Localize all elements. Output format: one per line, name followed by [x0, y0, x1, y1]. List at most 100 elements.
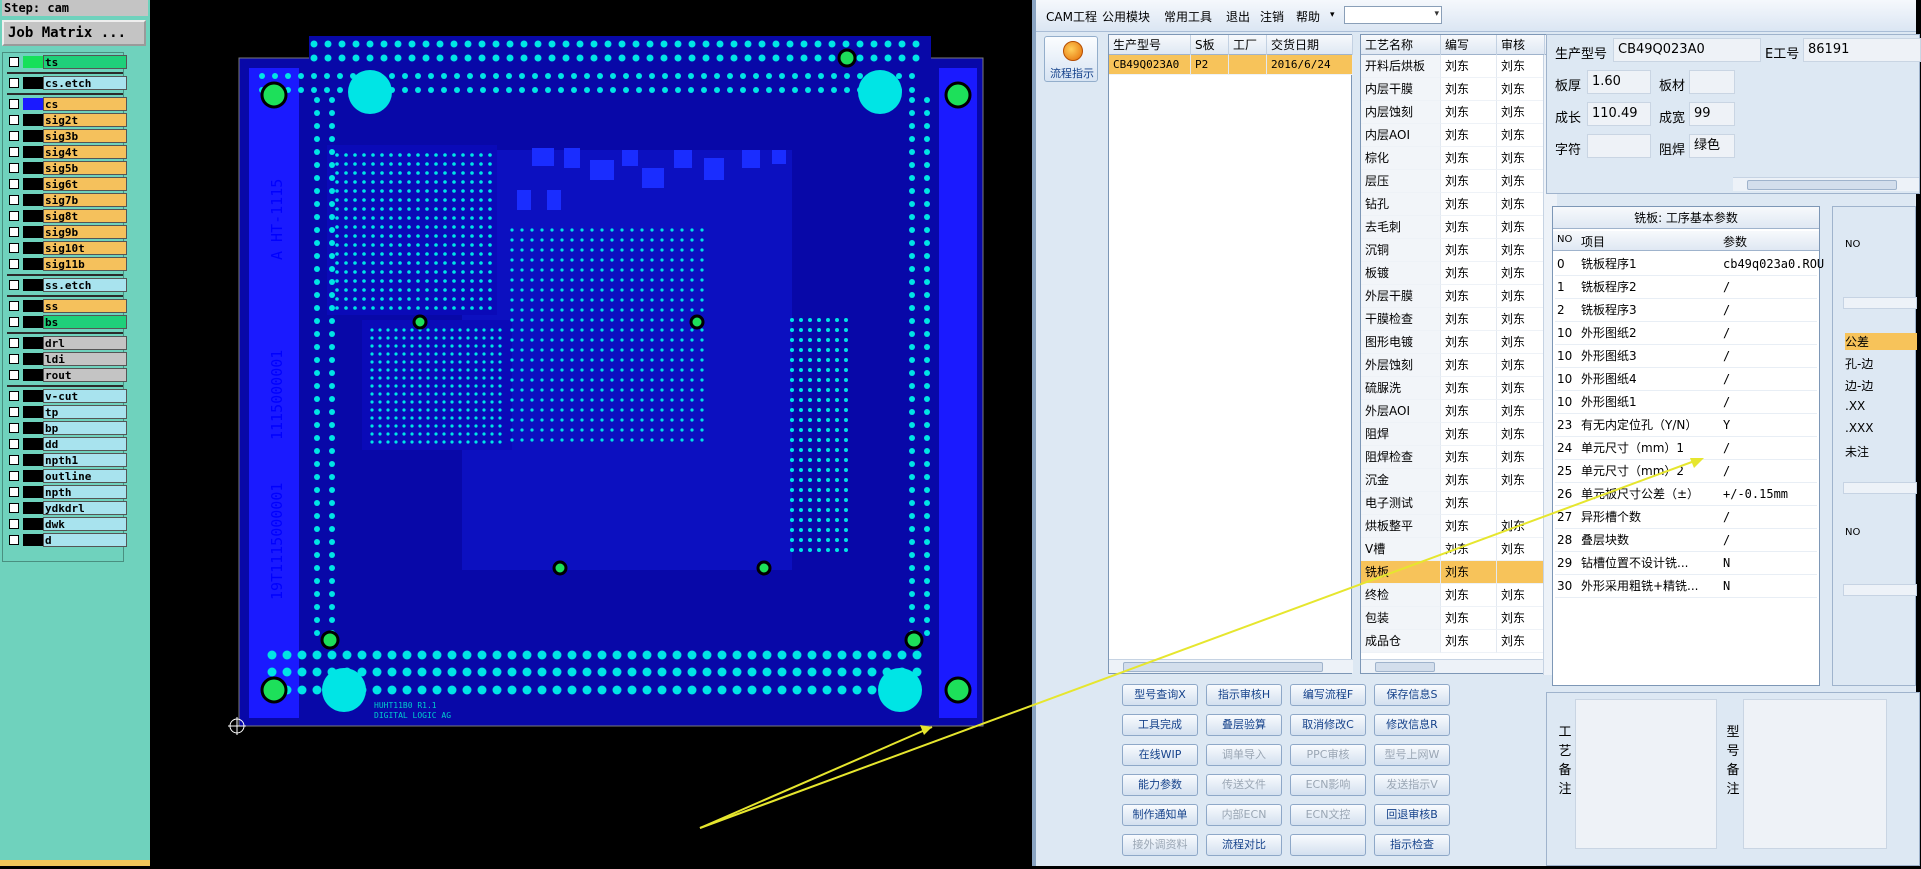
- layer-color-swatch[interactable]: [23, 300, 43, 312]
- menu-common-modules[interactable]: 公用模块: [1102, 10, 1151, 24]
- layer-color-swatch[interactable]: [23, 438, 43, 450]
- action-button[interactable]: 传送文件: [1206, 774, 1282, 796]
- layer-row-npth1[interactable]: npth1: [7, 453, 127, 467]
- action-button[interactable]: 调单导入: [1206, 744, 1282, 766]
- layer-color-swatch[interactable]: [23, 337, 43, 349]
- pcb-canvas[interactable]: A HT-1115 1115000001 19T1115000001 HUHT1…: [152, 0, 1032, 866]
- layer-color-swatch[interactable]: [23, 534, 43, 546]
- layer-color-swatch[interactable]: [23, 353, 43, 365]
- action-button[interactable]: 编写流程F: [1290, 684, 1366, 706]
- model-remark-field[interactable]: [1743, 699, 1887, 849]
- action-button[interactable]: 发送指示V: [1374, 774, 1450, 796]
- process-grid[interactable]: 工艺名称 编写 审核 开料后烘板刘东刘东内层干膜刘东刘东内层蚀刻刘东刘东内层AO…: [1360, 34, 1557, 675]
- menu-combo[interactable]: ▾: [1344, 6, 1442, 24]
- layer-checkbox[interactable]: [9, 211, 19, 221]
- layer-row-bp[interactable]: bp: [7, 421, 127, 435]
- process-remark-field[interactable]: [1575, 699, 1717, 849]
- layer-checkbox[interactable]: [9, 338, 19, 348]
- layer-color-swatch[interactable]: [23, 194, 43, 206]
- layer-color-swatch[interactable]: [23, 242, 43, 254]
- layer-checkbox[interactable]: [9, 227, 19, 237]
- layer-row-npth[interactable]: npth: [7, 485, 127, 499]
- layer-color-swatch[interactable]: [23, 258, 43, 270]
- layer-checkbox[interactable]: [9, 487, 19, 497]
- layer-row-sig6t[interactable]: sig6t: [7, 177, 127, 191]
- col-item[interactable]: 项目: [1581, 235, 1606, 249]
- layer-color-swatch[interactable]: [23, 178, 43, 190]
- col-no[interactable]: NO: [1557, 234, 1573, 245]
- layer-checkbox[interactable]: [9, 179, 19, 189]
- action-button[interactable]: 指示审核H: [1206, 684, 1282, 706]
- action-button[interactable]: 内部ECN: [1206, 804, 1282, 826]
- layer-row-sig3b[interactable]: sig3b: [7, 129, 127, 143]
- layer-color-swatch[interactable]: [23, 422, 43, 434]
- action-button[interactable]: 接外调资料: [1122, 834, 1198, 856]
- layer-color-swatch[interactable]: [23, 114, 43, 126]
- layer-row-sig9b[interactable]: sig9b: [7, 225, 127, 239]
- layer-color-swatch[interactable]: [23, 210, 43, 222]
- layer-row-cs[interactable]: cs: [7, 97, 127, 111]
- job-matrix-button[interactable]: Job Matrix ...: [2, 20, 146, 46]
- layer-row-outline[interactable]: outline: [7, 469, 127, 483]
- layer-color-swatch[interactable]: [23, 406, 43, 418]
- col-reviewer[interactable]: 审核: [1497, 35, 1545, 55]
- layer-row-sig5b[interactable]: sig5b: [7, 161, 127, 175]
- layer-color-swatch[interactable]: [23, 77, 43, 89]
- layer-row-v-cut[interactable]: v-cut: [7, 389, 127, 403]
- layer-row-dd[interactable]: dd: [7, 437, 127, 451]
- action-button[interactable]: 制作通知单: [1122, 804, 1198, 826]
- material-field[interactable]: [1689, 70, 1735, 94]
- layer-checkbox[interactable]: [9, 519, 19, 529]
- action-button[interactable]: 能力参数: [1122, 774, 1198, 796]
- col-sboard[interactable]: S板: [1191, 35, 1229, 55]
- layer-checkbox[interactable]: [9, 259, 19, 269]
- layer-row-sig2t[interactable]: sig2t: [7, 113, 127, 127]
- layer-row-sig11b[interactable]: sig11b: [7, 257, 127, 271]
- menu-tools[interactable]: 常用工具: [1164, 10, 1213, 24]
- action-button[interactable]: 工具完成: [1122, 714, 1198, 736]
- layer-row-ts[interactable]: ts: [7, 55, 127, 69]
- action-button[interactable]: 流程对比: [1206, 834, 1282, 856]
- layer-color-swatch[interactable]: [23, 130, 43, 142]
- action-button[interactable]: 修改信息R: [1374, 714, 1450, 736]
- layer-checkbox[interactable]: [9, 195, 19, 205]
- layer-color-swatch[interactable]: [23, 98, 43, 110]
- layer-row-drl[interactable]: drl: [7, 336, 127, 350]
- layer-checkbox[interactable]: [9, 455, 19, 465]
- character-field[interactable]: [1587, 134, 1651, 158]
- width-field[interactable]: 99: [1689, 102, 1735, 126]
- layer-row-ss.etch[interactable]: ss.etch: [7, 278, 127, 292]
- sliver-scroll[interactable]: [1843, 297, 1917, 309]
- layer-row-tp[interactable]: tp: [7, 405, 127, 419]
- layer-color-swatch[interactable]: [23, 390, 43, 402]
- col-param[interactable]: 参数: [1723, 235, 1748, 249]
- layer-color-swatch[interactable]: [23, 470, 43, 482]
- layer-color-swatch[interactable]: [23, 162, 43, 174]
- layer-checkbox[interactable]: [9, 439, 19, 449]
- action-button[interactable]: 保存信息S: [1374, 684, 1450, 706]
- layer-checkbox[interactable]: [9, 57, 19, 67]
- layer-row-sig10t[interactable]: sig10t: [7, 241, 127, 255]
- flow-indicator-button[interactable]: 流程指示: [1044, 36, 1098, 82]
- layer-row-ss[interactable]: ss: [7, 299, 127, 313]
- scroll-thumb[interactable]: [1375, 662, 1435, 672]
- col-factory[interactable]: 工厂: [1229, 35, 1267, 55]
- layer-checkbox[interactable]: [9, 423, 19, 433]
- action-button[interactable]: 型号上网W: [1374, 744, 1450, 766]
- menu-logout[interactable]: 注销: [1260, 10, 1285, 24]
- layer-color-swatch[interactable]: [23, 369, 43, 381]
- layer-color-swatch[interactable]: [23, 226, 43, 238]
- layer-color-swatch[interactable]: [23, 454, 43, 466]
- layer-color-swatch[interactable]: [23, 279, 43, 291]
- layer-checkbox[interactable]: [9, 163, 19, 173]
